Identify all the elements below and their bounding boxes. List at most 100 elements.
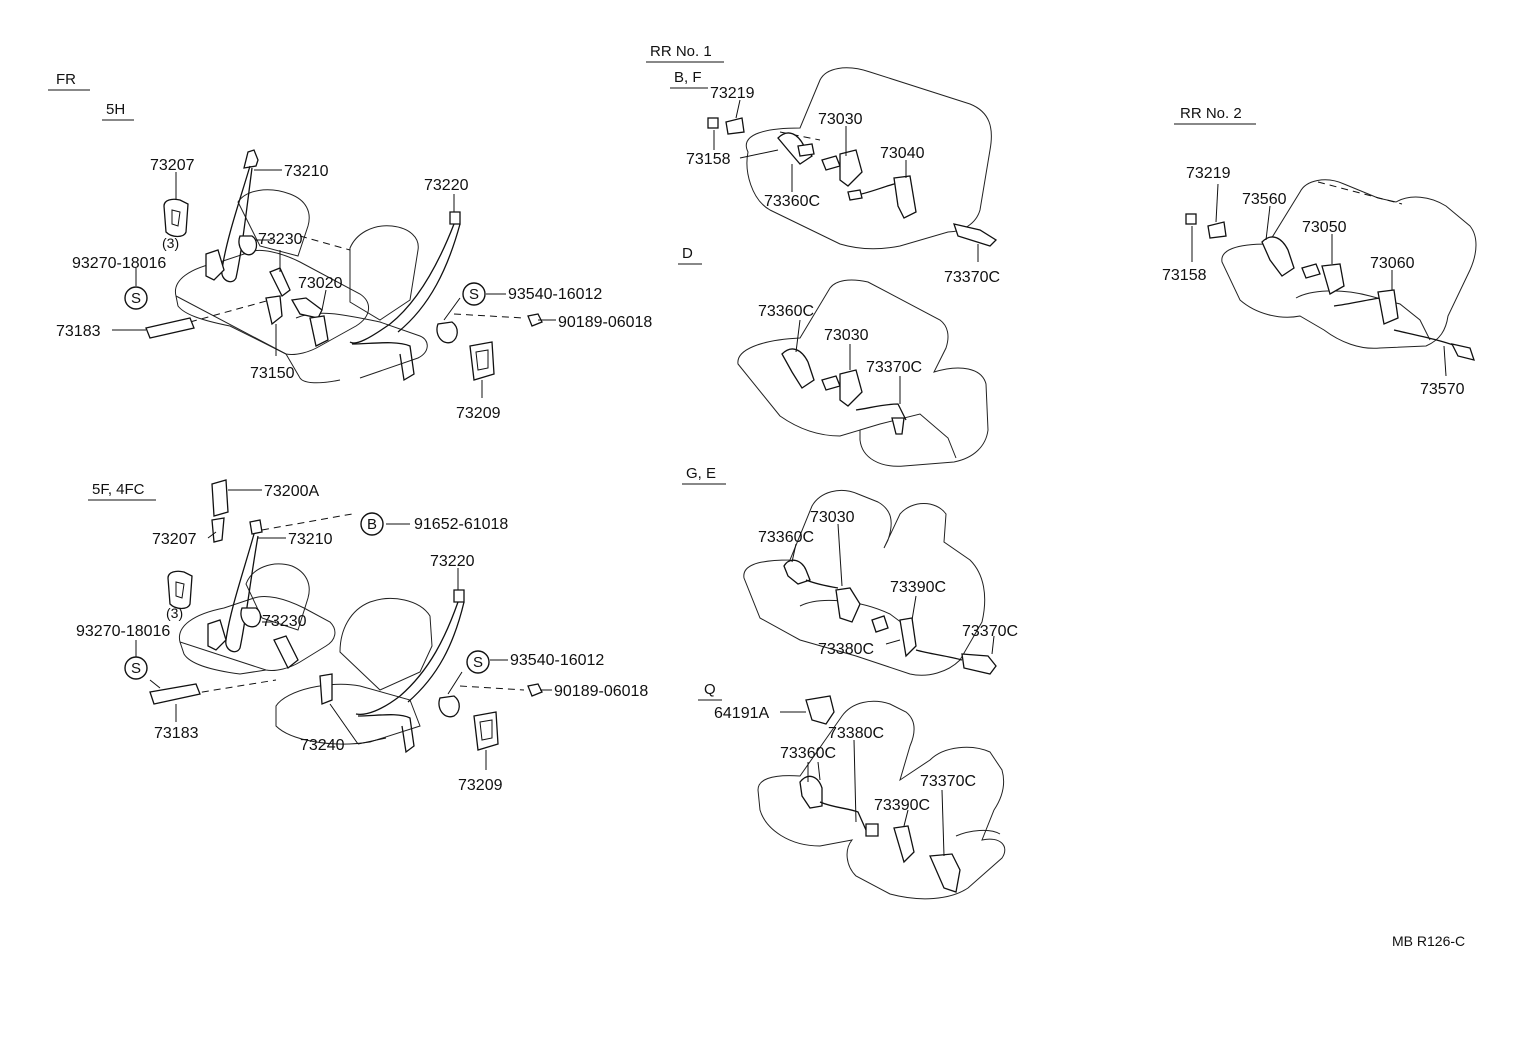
part-73370c (929, 853, 961, 893)
rear-bench-2-fold (1295, 290, 1431, 341)
label-a-73150: 73150 (250, 365, 295, 382)
label-g-73219: 73219 (1186, 165, 1231, 182)
part-73158 (707, 117, 719, 129)
section-headers: FR 5H 5F, 4FC RR No. 1 B, F D G, E Q RR … (48, 43, 1256, 701)
part-73230 (269, 267, 291, 297)
part-73220-retractor (438, 695, 460, 718)
rear-bench-1-outline (745, 67, 992, 250)
s-circle-icon (466, 650, 490, 674)
front-seat-left-cushion (174, 249, 369, 355)
part-73360c (799, 775, 823, 809)
label-b-73183: 73183 (154, 725, 199, 742)
label-e-73360c: 73360C (758, 529, 814, 546)
panel-rr1-d (737, 279, 989, 467)
labels-fr-5h: 73207 (3) 73210 73230 93270-18016 S 7302… (56, 157, 652, 422)
part-73210-anchor (249, 519, 263, 535)
s-circle-icon (124, 656, 148, 680)
label-g-73050: 73050 (1302, 219, 1347, 236)
label-b-73240: 73240 (300, 737, 345, 754)
part-73020-strap (290, 297, 323, 319)
header-fr-5h: 5H (106, 101, 125, 118)
label-b-73220: 73220 (430, 553, 475, 570)
part-73220-anchor (453, 589, 465, 603)
part-73183 (149, 683, 201, 705)
part-73219 (725, 117, 745, 135)
labels-rr1-ge: 73030 73360C 73390C 73370C 73380C (758, 509, 1018, 658)
label-c-73219: 73219 (710, 85, 755, 102)
label-a-s1: S (131, 290, 141, 307)
label-b-b: B (367, 516, 377, 533)
part-73209 (469, 341, 495, 381)
part-73030-buckle (821, 155, 841, 171)
panel-fr-5f-4fc (135, 479, 552, 770)
part-73220-lower-strap (357, 714, 415, 754)
label-a-73220: 73220 (424, 177, 469, 194)
part-73210-belt (221, 165, 253, 283)
part-73370c-strap (855, 403, 907, 421)
label-a-73183: 73183 (56, 323, 101, 340)
part-73570 (1450, 343, 1475, 361)
part-73210-buckle (205, 249, 225, 281)
part-73220-retractor (436, 321, 458, 344)
part-73370c (953, 223, 998, 247)
part-73360c-strap (805, 579, 839, 589)
part-73230 (273, 635, 299, 670)
part-73150 (265, 295, 283, 326)
front-seat-right-back (339, 598, 433, 691)
part-73240 (319, 673, 333, 705)
part-90189 (527, 313, 543, 327)
part-73020 (309, 315, 329, 347)
label-f-64191a: 64191A (714, 705, 769, 722)
part-73207 (167, 570, 193, 610)
label-g-73570: 73570 (1420, 381, 1465, 398)
part-73390c (893, 825, 915, 864)
label-b-73200a: 73200A (264, 483, 319, 500)
part-73370c (961, 653, 997, 675)
labels-rr1-d: 73360C 73030 73370C (758, 303, 922, 376)
front-seat-left-back (237, 189, 310, 257)
part-73380c-buckle (871, 615, 889, 633)
label-a-93540: 93540-16012 (508, 286, 602, 303)
part-73158 (1185, 213, 1197, 225)
label-a-73210: 73210 (284, 163, 329, 180)
label-c-73370c: 73370C (944, 269, 1000, 286)
part-73220-belt (349, 223, 461, 344)
header-rr1-d: D (682, 245, 693, 262)
part-90189 (527, 683, 543, 697)
part-73030 (835, 587, 861, 623)
diagram-reference-code: MB R126-C (1392, 933, 1465, 949)
label-d-73030: 73030 (824, 327, 869, 344)
part-73210-buckle (207, 619, 227, 651)
part-73220-lower-strap (351, 342, 415, 382)
part-73200a-guide (211, 517, 225, 543)
part-73060-strap (1333, 297, 1381, 307)
s-circle-icon (124, 286, 148, 310)
label-d-73360c: 73360C (758, 303, 814, 320)
header-fr-5f-4fc: 5F, 4FC (92, 481, 145, 498)
part-73360c (777, 132, 813, 165)
label-f-73380c: 73380C (828, 725, 884, 742)
labels-fr-5f-4fc: 73200A 73207 73210 B 91652-61018 (3) 732… (76, 483, 648, 794)
label-b-93270: 93270-18016 (76, 623, 170, 640)
part-73209 (473, 711, 499, 751)
label-a-qty3: (3) (162, 235, 179, 251)
label-e-73380c: 73380C (818, 641, 874, 658)
label-e-73030: 73030 (810, 509, 855, 526)
rear-bench-2-outline (1221, 179, 1477, 349)
label-b-s1: S (131, 660, 141, 677)
part-73030 (839, 369, 863, 407)
part-73210-retractor (240, 607, 262, 628)
panel-rr1-bf (707, 67, 998, 262)
label-a-73020: 73020 (298, 275, 343, 292)
part-73380c (865, 823, 879, 837)
part-73220-belt (355, 601, 465, 716)
front-seat-left-base (179, 641, 267, 675)
label-b-91652: 91652-61018 (414, 516, 508, 533)
front-seat-left-base (175, 295, 341, 384)
label-e-73370c: 73370C (962, 623, 1018, 640)
part-73220-anchor (449, 211, 461, 225)
front-seat-right-back (349, 225, 419, 321)
label-b-qty3: (3) (166, 605, 183, 621)
